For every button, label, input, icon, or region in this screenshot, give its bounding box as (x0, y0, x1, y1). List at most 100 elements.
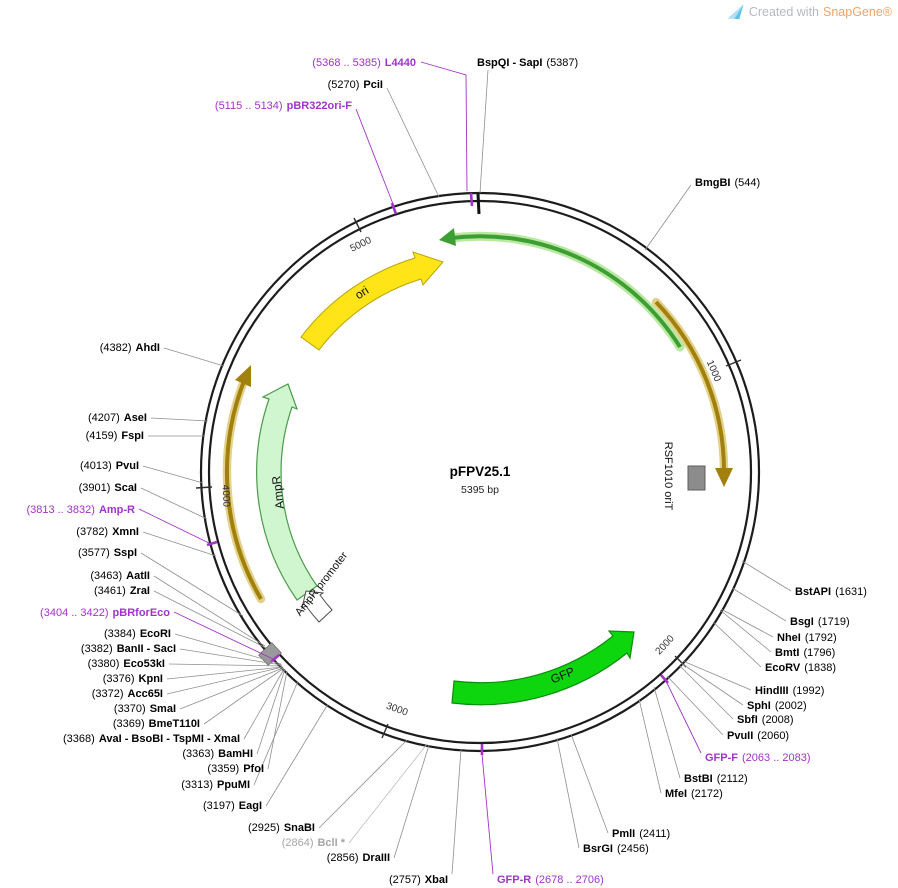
feature-gfp-arrow[interactable] (451, 630, 635, 706)
primer-line-gfp-f (665, 680, 702, 754)
feature-label-ori[interactable]: ori (352, 283, 371, 302)
site-line-aatii (153, 575, 266, 647)
site-label-bstbi[interactable]: BstBI(2112) (684, 773, 748, 785)
feature-rsf1010-orit-box[interactable] (687, 465, 706, 491)
primer-label-l4440[interactable]: (5368 .. 5385)L4440 (312, 57, 416, 69)
primer-label-pbr322ori-f[interactable]: (5115 .. 5134)pBR322ori-F (215, 100, 352, 112)
feature-arc-olive-left[interactable] (222, 365, 266, 604)
primer-label-pbrforeco[interactable]: (3404 .. 3422)pBRforEco (40, 607, 170, 619)
site-label-acc65i[interactable]: (3372)Acc65I (92, 688, 163, 700)
feature-ampr-promoter-arrow[interactable] (301, 590, 333, 623)
site-label-pcii[interactable]: (5270)PciI (328, 79, 383, 91)
site-label-pmli[interactable]: PmlI(2411) (612, 828, 670, 840)
site-label-kpni[interactable]: (3376)KpnI (103, 673, 163, 685)
site-label-ecori[interactable]: (3384)EcoRI (104, 628, 171, 640)
site-label-aatii[interactable]: (3463)AatII (90, 570, 150, 582)
site-label-scai[interactable]: (3901)ScaI (79, 482, 137, 494)
site-label-pfoi[interactable]: (3359)PfoI (207, 763, 264, 775)
feature-ampr-arrow[interactable] (256, 383, 318, 601)
site-label-ahdi[interactable]: (4382)AhdI (100, 342, 160, 354)
site-line-scai (140, 487, 208, 520)
site-label-eco53ki[interactable]: (3380)Eco53kI (88, 658, 165, 670)
site-label-xmni[interactable]: (3782)XmnI (76, 526, 139, 538)
site-label-bstapi[interactable]: BstAPI(1631) (795, 586, 867, 598)
site-label-banii-saci[interactable]: (3382)BanII - SacI (81, 643, 176, 655)
site-label-zrai[interactable]: (3461)ZraI (94, 585, 150, 597)
primer-label-gfp-r[interactable]: GFP-R(2678 .. 2706) (497, 874, 604, 886)
watermark[interactable]: Created with SnapGene® (727, 4, 892, 20)
site-label-sphi[interactable]: SphI(2002) (747, 700, 807, 712)
site-label-pvuii[interactable]: PvuII(2060) (727, 730, 789, 742)
primer-line-amp-r (138, 508, 210, 544)
site-label-draiii[interactable]: (2856)DraIII (327, 852, 390, 864)
site-line-xmni (142, 531, 217, 557)
site-label-xbai[interactable]: (2757)XbaI (389, 874, 448, 886)
site-line-bsgi (731, 587, 787, 622)
site-line-eco53ki (168, 663, 283, 667)
primer-line-pbr322ori-f (355, 108, 394, 205)
site-label-fspi[interactable]: (4159)FspI (86, 430, 144, 442)
site-line-ahdi (163, 347, 225, 367)
primer-mark-amp-r (206, 540, 218, 547)
site-line-bamhi (256, 668, 286, 755)
site-label-bcli[interactable]: (2864)BclI * (282, 837, 346, 849)
site-line-bmgbi (644, 184, 692, 251)
site-line-asei (150, 417, 209, 422)
site-label-sbfi[interactable]: SbfI(2008) (737, 714, 794, 726)
site-line-pcii (386, 87, 440, 198)
site-line-kpni (166, 666, 284, 680)
site-line-pvui (142, 465, 204, 484)
site-label-asei[interactable]: (4207)AseI (88, 412, 147, 424)
arc-green-arrowhead (439, 228, 456, 246)
site-label-ecorv[interactable]: EcoRV(1838) (765, 662, 836, 674)
site-label-bspqi-sapi[interactable]: BspQI - SapI(5387) (477, 57, 578, 69)
scale-label-2000: 2000 (654, 633, 678, 657)
primer-label-amp-r[interactable]: (3813 .. 3832)Amp-R (26, 504, 135, 516)
site-label-sspi[interactable]: (3577)SspI (78, 547, 137, 559)
site-label-bmti[interactable]: BmtI(1796) (775, 647, 835, 659)
feature-arc-olive-right[interactable] (651, 297, 733, 487)
site-label-ppumi[interactable]: (3313)PpuMI (181, 779, 250, 791)
site-line-bstapi (741, 560, 792, 592)
site-label-bmet110i[interactable]: (3369)BmeT110I (113, 718, 200, 730)
scale-label-4000: 4000 (219, 484, 231, 507)
scale-tick-5000 (353, 217, 362, 233)
scale-tick-4000 (195, 486, 213, 489)
site-label-snabi[interactable]: (2925)SnaBI (248, 822, 315, 834)
site-line-pvuii (666, 675, 724, 736)
site-label-avai[interactable]: (3368)AvaI - BsoBI - TspMI - XmaI (63, 733, 240, 745)
feature-arc-green-top[interactable] (439, 228, 685, 352)
feature-label-ampr[interactable]: AmpR (269, 475, 287, 510)
scale-label-3000: 3000 (385, 701, 410, 719)
site-label-bsgi[interactable]: BsgI(1719) (790, 616, 850, 628)
site-line-sbfi (678, 664, 734, 720)
site-line-zrai (153, 590, 267, 649)
primer-line-gfp-r (481, 753, 494, 875)
watermark-brand: SnapGene® (823, 5, 892, 19)
site-line-xbai (451, 748, 462, 875)
scale-tick-1000 (725, 359, 742, 367)
site-label-bamhi[interactable]: (3363)BamHI (182, 748, 253, 760)
site-line-bstbi (653, 686, 681, 779)
site-label-mfei[interactable]: MfeI(2172) (665, 788, 723, 800)
site-line-pfoi (267, 670, 288, 770)
site-label-hindiii[interactable]: HindIII(1992) (755, 685, 824, 697)
site-line-smai (179, 667, 284, 710)
feature-ori-arrow[interactable] (300, 251, 444, 351)
site-label-bsrgi[interactable]: BsrGI(2456) (583, 843, 649, 855)
site-line-snabi (318, 739, 408, 829)
site-label-pvui[interactable]: (4013)PvuI (80, 460, 139, 472)
site-line-ecorv (712, 621, 762, 668)
site-label-bmgbi[interactable]: BmgBI(544) (695, 177, 760, 189)
scale-tick-3000 (381, 723, 389, 739)
site-line-acc65i (166, 666, 284, 695)
site-label-eagi[interactable]: (3197)EagI (203, 800, 262, 812)
primer-label-gfp-f[interactable]: GFP-F(2063 .. 2083) (705, 752, 811, 764)
site-line-sspi (140, 552, 244, 617)
site-label-nhei[interactable]: NheI(1792) (777, 632, 837, 644)
site-label-smai[interactable]: (3370)SmaI (114, 703, 176, 715)
site-line-bspqi-sapi (479, 69, 489, 194)
feature-label-rsf1010-orit[interactable]: RSF1010 oriT (662, 442, 674, 511)
site-mark-bspqi-sapi (476, 193, 481, 215)
